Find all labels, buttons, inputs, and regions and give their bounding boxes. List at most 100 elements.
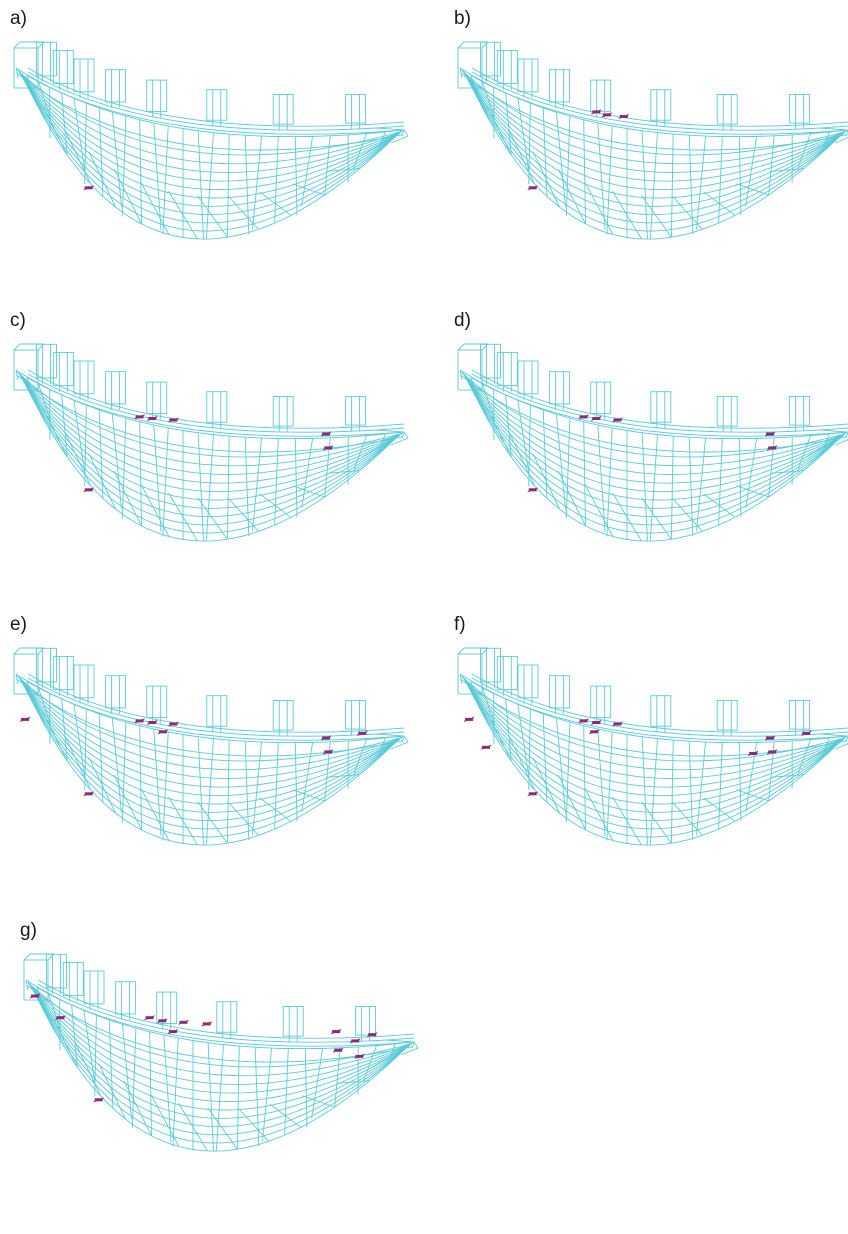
hull-brace [557, 168, 586, 225]
hull-frame [111, 112, 122, 208]
stanchion [146, 381, 168, 415]
hull-brace [88, 151, 116, 208]
hull-brace [88, 453, 116, 510]
hull-frame [401, 735, 405, 743]
deck-rail [471, 377, 848, 437]
hull-frame [555, 414, 566, 510]
damage-marker-tick [578, 414, 589, 420]
deck-rail [37, 983, 415, 1043]
hull-stringer [27, 982, 412, 1077]
stern-post-top [457, 41, 465, 49]
damage-marker [578, 414, 589, 420]
hull-stringer [17, 371, 403, 458]
hull-brace [703, 191, 736, 216]
hull-brace [362, 437, 397, 457]
hull-frame [649, 132, 658, 239]
damage-marker-tick [527, 791, 538, 797]
stanchion [73, 58, 95, 93]
hull-brace [532, 151, 560, 208]
hull-brace [74, 1041, 102, 1097]
hull-frame [26, 680, 35, 706]
stanchion [355, 1006, 377, 1036]
stern-post-top [13, 647, 21, 655]
hull-wireframe [13, 647, 409, 846]
stanchion [345, 700, 367, 730]
hull-frame [226, 134, 230, 238]
stanchion [272, 700, 294, 731]
hull-frame [121, 722, 127, 823]
damage-marker-tick [591, 109, 602, 115]
deck-rail [471, 75, 848, 135]
hull-brace [703, 797, 736, 822]
hull-stringer [461, 372, 846, 467]
hull-brace [485, 104, 512, 156]
stanchion [496, 351, 518, 387]
stern-post-top [13, 41, 21, 49]
stanchion [650, 89, 672, 121]
stanchion [517, 664, 539, 699]
damage-marker-tick [527, 185, 538, 191]
damage-marker [612, 417, 623, 423]
damage-marker [93, 1097, 104, 1103]
stanchion [282, 1006, 304, 1037]
hull-brace [770, 470, 804, 474]
hull-brace [64, 735, 92, 791]
stanchion [83, 970, 105, 1005]
damage-marker-tick [618, 114, 629, 119]
hull-brace [736, 183, 769, 196]
stanchion [650, 695, 672, 727]
damage-marker-tick [134, 718, 145, 724]
hull-brace [336, 1080, 370, 1084]
damage-marker [463, 716, 475, 722]
stern-post-top [457, 343, 465, 351]
bow-tip [819, 429, 848, 446]
hull-frame [583, 421, 586, 526]
hull-brace [326, 168, 360, 172]
bow-tip [819, 127, 848, 144]
hull-brace [20, 679, 46, 726]
stanchion [115, 981, 137, 1015]
hull-brace [326, 774, 360, 778]
hull-brace [227, 195, 259, 230]
hull-brace [612, 796, 642, 846]
damage-marker-tick [767, 445, 778, 451]
hull-frame [262, 1048, 273, 1142]
hull-stringer [461, 69, 847, 156]
stanchion [650, 391, 672, 423]
hull-brace [671, 497, 703, 532]
hull-frame [25, 979, 29, 991]
hull-brace [362, 741, 397, 761]
hull-frame [517, 400, 530, 473]
hull-frame [377, 131, 386, 154]
stanchion [52, 49, 74, 85]
stanchion [549, 69, 571, 103]
bow-tip [375, 429, 409, 446]
stanchion [36, 647, 57, 683]
hull-frame [583, 119, 586, 224]
hull-frame [565, 722, 571, 823]
hull-brace [168, 190, 198, 240]
deck-rail [471, 373, 848, 433]
deck-rail [471, 677, 848, 737]
hull-frame [597, 122, 606, 230]
hull-frame [670, 134, 674, 238]
hull-wireframe [457, 647, 848, 846]
deck-rail [27, 75, 405, 135]
hull-frame [274, 136, 279, 224]
hull-frame [61, 92, 68, 155]
damage-marker [367, 1032, 378, 1038]
hull-brace [140, 787, 170, 841]
hull-brace [508, 431, 536, 487]
hull-frame [284, 1048, 289, 1136]
hull-mesh [457, 41, 848, 240]
hull-brace [612, 190, 642, 240]
stanchion [716, 396, 738, 427]
hull-frame [139, 119, 142, 224]
damage-marker-tick [157, 729, 169, 735]
stern-post-top [13, 343, 21, 351]
deck-rail [27, 377, 405, 437]
hull-frame [481, 80, 496, 120]
hull-frame [304, 1048, 308, 1128]
deck-rail [471, 681, 848, 741]
hull-frame [670, 436, 674, 540]
